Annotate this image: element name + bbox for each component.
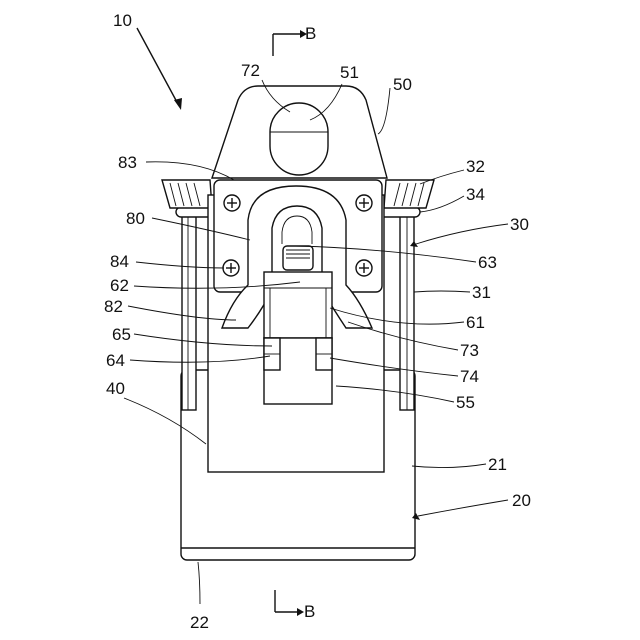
label-62: 62 <box>110 276 129 295</box>
label-72: 72 <box>241 61 260 80</box>
bracket-right-32 <box>384 180 434 208</box>
label-74: 74 <box>460 367 479 386</box>
label-20: 20 <box>512 491 531 510</box>
svg-text:B: B <box>304 602 315 621</box>
label-50: 50 <box>393 75 412 94</box>
label-30: 30 <box>510 215 529 234</box>
bracket-left-32 <box>162 180 212 208</box>
rail-left <box>182 212 196 410</box>
label-32: 32 <box>466 157 485 176</box>
pin-63 <box>283 246 313 270</box>
label-40: 40 <box>106 379 125 398</box>
label-55: 55 <box>456 393 475 412</box>
block-55 <box>264 338 332 404</box>
screw-icon <box>356 195 372 211</box>
label-80: 80 <box>126 209 145 228</box>
section-marker-bottom: B <box>275 590 315 621</box>
label-83: 83 <box>118 153 137 172</box>
rail-right <box>400 212 414 410</box>
screw-icon <box>223 260 239 276</box>
label-65: 65 <box>112 325 131 344</box>
label-22: 22 <box>190 613 209 632</box>
screw-icon <box>356 260 372 276</box>
knob-51 <box>270 103 328 175</box>
label-31: 31 <box>472 283 491 302</box>
screw-icon <box>224 195 240 211</box>
label-34: 34 <box>466 185 485 204</box>
label-63: 63 <box>478 253 497 272</box>
label-73: 73 <box>460 341 479 360</box>
label-61: 61 <box>466 313 485 332</box>
label-10: 10 <box>113 11 132 30</box>
svg-text:B: B <box>305 24 316 43</box>
label-21: 21 <box>488 455 507 474</box>
label-82: 82 <box>104 297 123 316</box>
label-51: 51 <box>340 63 359 82</box>
section-marker-top: B <box>273 24 316 56</box>
label-64: 64 <box>106 351 125 370</box>
label-84: 84 <box>110 252 129 271</box>
